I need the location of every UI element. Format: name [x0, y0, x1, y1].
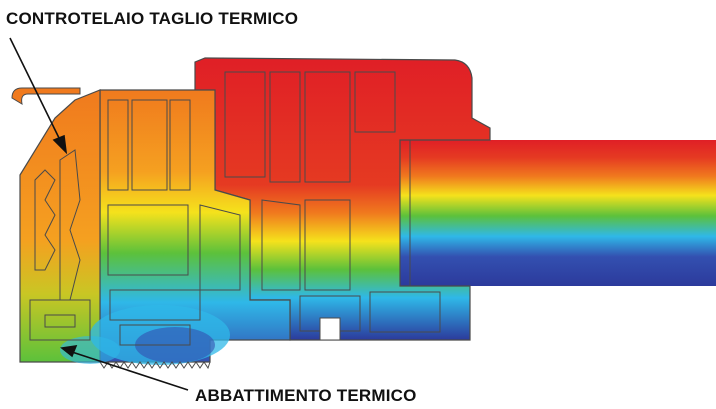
- bottom-callout-arrowhead: [60, 345, 78, 358]
- chamber-outlines: [29, 71, 441, 346]
- thermal-reduction-callout-label: ABBATTIMENTO TERMICO: [195, 386, 417, 405]
- subframe-flange: [11, 87, 81, 106]
- top-callout-arrowhead: [52, 134, 68, 155]
- bottom-callout-arrow: [71, 351, 189, 391]
- subframe-callout-label: CONTROTELAIO TAGLIO TERMICO: [6, 9, 299, 28]
- glazing-panel: [400, 140, 716, 286]
- callout-arrows: [9, 37, 189, 391]
- top-callout-arrow: [9, 37, 61, 141]
- serrated-edge: [99, 361, 211, 370]
